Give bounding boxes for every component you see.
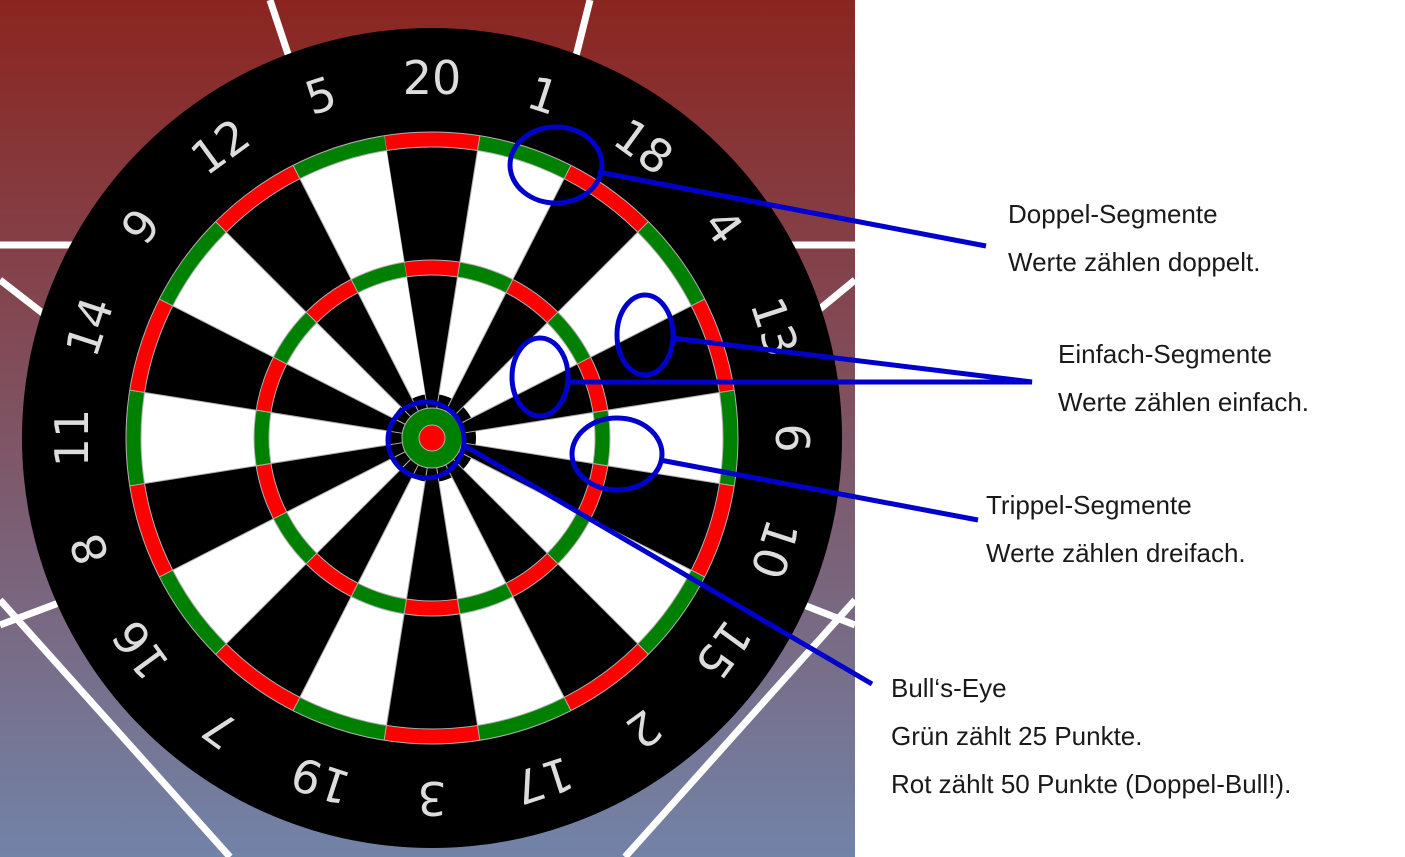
single-annotation: Einfach-Segmente Werte zählen einfach. [1058,330,1309,426]
triple-segment [404,260,460,277]
single-title: Einfach-Segmente [1058,330,1309,378]
triple-annotation: Trippel-Segmente Werte zählen dreifach. [986,481,1246,577]
board-number: 3 [417,771,446,825]
double-description: Werte zählen doppelt. [1008,238,1260,286]
triple-title: Trippel-Segmente [986,481,1246,529]
bullseye-center [419,425,445,451]
double-annotation: Doppel-Segmente Werte zählen doppelt. [1008,190,1260,286]
board-number: 20 [403,51,462,105]
triple-segment [404,599,460,616]
board-number: 11 [45,409,99,468]
bullseye-line2: Rot zählt 50 Punkte (Doppel-Bull!). [891,760,1291,808]
triple-description: Werte zählen dreifach. [986,529,1246,577]
board-number: 6 [765,423,819,452]
double-title: Doppel-Segmente [1008,190,1260,238]
single-description: Werte zählen einfach. [1058,378,1309,426]
dartboard [22,28,842,848]
bullseye-title: Bull‘s-Eye [891,664,1291,712]
bullseye-line1: Grün zählt 25 Punkte. [891,712,1291,760]
bullseye-annotation: Bull‘s-Eye Grün zählt 25 Punkte. Rot zäh… [891,664,1291,808]
triple-segment [254,410,271,466]
